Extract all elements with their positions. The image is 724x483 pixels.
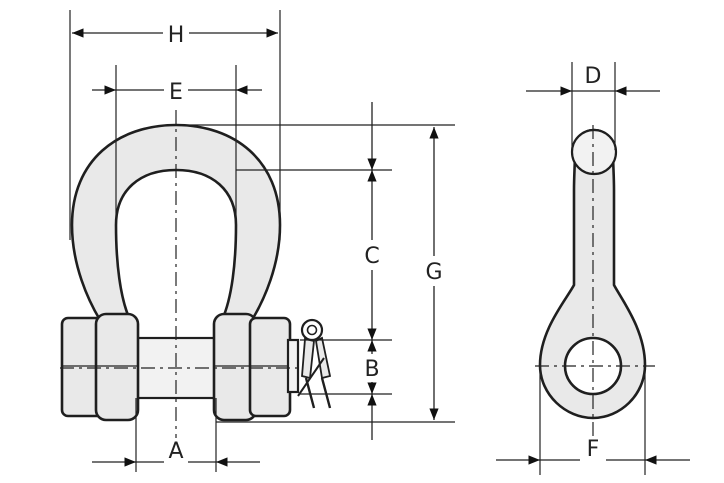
dimension-label-f: F <box>587 437 600 462</box>
front-dimensions: H E C B G A <box>69 10 455 472</box>
shackle-bow <box>70 123 282 322</box>
shackle-side-view <box>535 125 655 440</box>
pin-head <box>60 312 140 422</box>
dimension-label-e: E <box>169 80 183 105</box>
dimension-label-a: A <box>168 439 183 464</box>
shackle-front-view <box>60 110 332 440</box>
dimension-label-b: B <box>364 357 379 382</box>
side-dimensions: D F <box>496 62 690 475</box>
dimension-label-c: C <box>364 244 379 269</box>
pin-nut <box>212 312 300 422</box>
dimension-label-g: G <box>425 260 442 285</box>
side-top-bow-circle <box>570 128 618 176</box>
dimension-label-h: H <box>168 23 185 48</box>
cotter-pin <box>297 318 332 409</box>
dimension-label-d: D <box>585 64 602 89</box>
